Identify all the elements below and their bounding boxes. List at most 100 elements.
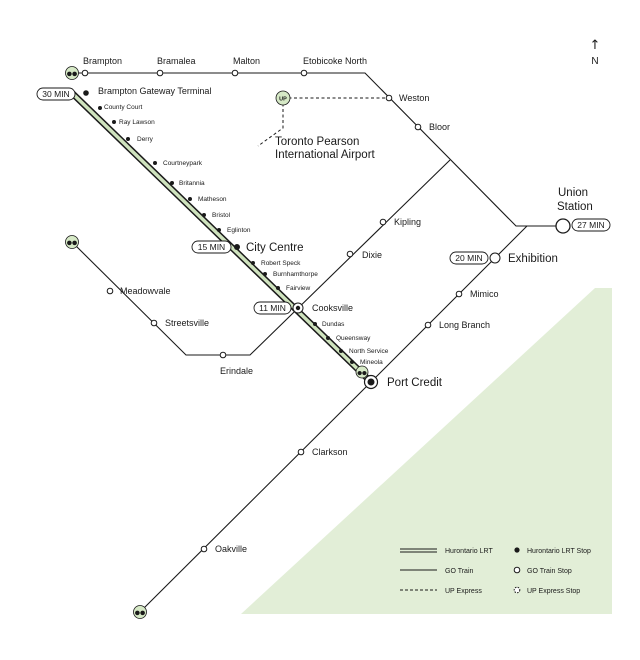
up-express-spur xyxy=(257,98,284,147)
time-pill-city-centre: 15 MIN xyxy=(191,240,232,254)
stop-clarkson xyxy=(297,448,305,456)
stop-streetsville xyxy=(150,319,158,327)
svg-text:●●: ●● xyxy=(135,610,145,617)
train-icon-brampton: ●● xyxy=(65,66,79,80)
stop-weston xyxy=(385,94,393,102)
stop-union xyxy=(555,218,571,234)
svg-text:30 MIN: 30 MIN xyxy=(42,89,69,99)
label-dundas: Dundas xyxy=(322,321,345,328)
stop-exhibition xyxy=(489,252,501,264)
legend-lrt-stop: Hurontario LRT Stop xyxy=(514,547,591,555)
label-clarkson: Clarkson xyxy=(312,447,348,457)
svg-text:Hurontario LRT: Hurontario LRT xyxy=(445,548,493,555)
label-meadowvale: Meadowvale xyxy=(120,286,171,296)
north-arrow-icon: ↑ N xyxy=(590,38,601,67)
lrt-stop-county-court xyxy=(98,106,102,110)
label-bloor: Bloor xyxy=(429,122,450,132)
label-weston: Weston xyxy=(399,93,429,103)
lrt-stop-eglinton xyxy=(217,228,221,232)
label-streetsville: Streetsville xyxy=(165,318,209,328)
lrt-stop-robert-speck xyxy=(251,261,255,265)
label-mimico: Mimico xyxy=(470,289,499,299)
svg-text:11 MIN: 11 MIN xyxy=(259,303,286,313)
lrt-stop-bristol xyxy=(202,213,206,217)
label-airport-line1: Toronto Pearson xyxy=(275,136,359,148)
legend-up-express: UP Express xyxy=(400,588,482,595)
go-lines xyxy=(71,72,563,613)
label-long-branch: Long Branch xyxy=(439,320,490,330)
stop-brampton xyxy=(81,69,89,77)
label-mineola: Mineola xyxy=(360,359,383,366)
legend-lrt-line: Hurontario LRT xyxy=(400,548,493,555)
label-port-credit: Port Credit xyxy=(387,377,443,389)
svg-text:UP Express: UP Express xyxy=(445,588,482,595)
label-dixie: Dixie xyxy=(362,250,382,260)
train-icon-lakeshore: ●● xyxy=(133,605,147,619)
label-bramalea: Bramalea xyxy=(157,56,196,66)
label-etobicoke-north: Etobicoke North xyxy=(303,56,367,66)
go-stops xyxy=(81,69,571,553)
label-fairview: Fairview xyxy=(286,285,311,292)
lrt-stop-matheson xyxy=(188,197,192,201)
svg-text:●●: ●● xyxy=(357,371,367,377)
time-pill-brampton-gateway: 30 MIN xyxy=(36,87,76,101)
up-badge-icon: UP xyxy=(275,90,291,106)
legend-up-stop: UP Express Stop xyxy=(513,586,580,595)
svg-text:UP: UP xyxy=(279,97,287,103)
go-line-lakeshore xyxy=(139,225,528,613)
label-kipling: Kipling xyxy=(394,217,421,227)
label-oakville: Oakville xyxy=(215,544,247,554)
label-eglinton: Eglinton xyxy=(227,227,251,234)
svg-text:↑: ↑ xyxy=(590,38,601,53)
svg-text:UP Express Stop: UP Express Stop xyxy=(527,588,580,595)
label-queensway: Queensway xyxy=(336,335,371,342)
stop-dixie xyxy=(346,250,354,258)
label-malton: Malton xyxy=(233,56,260,66)
legend-go-stop: GO Train Stop xyxy=(513,566,572,575)
svg-text:15 MIN: 15 MIN xyxy=(198,242,225,252)
svg-text:Hurontario LRT Stop: Hurontario LRT Stop xyxy=(527,548,591,555)
label-robert-speck: Robert Speck xyxy=(261,260,301,267)
label-burnhamthorpe: Burnhamthorpe xyxy=(273,271,318,278)
stop-cooksville xyxy=(292,302,304,314)
label-matheson: Matheson xyxy=(198,196,227,203)
time-pill-union: 27 MIN xyxy=(571,218,611,232)
svg-text:20 MIN: 20 MIN xyxy=(455,253,482,263)
label-britannia: Britannia xyxy=(179,180,205,187)
stop-oakville xyxy=(200,545,208,553)
stop-bramalea xyxy=(156,69,164,77)
label-derry: Derry xyxy=(137,136,154,143)
label-exhibition: Exhibition xyxy=(508,253,558,265)
svg-text:GO Train Stop: GO Train Stop xyxy=(527,568,572,575)
label-county-court: County Court xyxy=(104,104,142,111)
lrt-stop-brampton-gateway xyxy=(83,90,89,96)
legend: Hurontario LRT GO Train UP Express Huron… xyxy=(400,547,591,595)
legend-go-train: GO Train xyxy=(400,568,474,575)
label-cooksville: Cooksville xyxy=(312,303,353,313)
lrt-stop-queensway xyxy=(326,336,330,340)
lrt-stop-derry xyxy=(126,137,130,141)
label-brampton: Brampton xyxy=(83,56,122,66)
stop-meadowvale xyxy=(106,287,114,295)
svg-text:●●: ●● xyxy=(67,71,77,78)
label-airport-line2: International Airport xyxy=(275,149,376,161)
up-express xyxy=(257,97,389,147)
label-north-service: North Service xyxy=(349,348,389,355)
stop-long-branch xyxy=(424,321,432,329)
lrt-stop-mineola xyxy=(350,360,354,364)
label-bristol: Bristol xyxy=(212,212,231,219)
go-line-milton xyxy=(71,159,451,356)
stop-etobicoke-north xyxy=(300,69,308,77)
lrt-stop-burnhamthorpe xyxy=(263,272,267,276)
time-pill-cooksville: 11 MIN xyxy=(253,301,292,315)
train-icon-milton: ●● xyxy=(65,235,79,249)
svg-text:●●: ●● xyxy=(67,240,77,247)
lrt-stop-dundas xyxy=(313,322,317,326)
label-ray-lawson: Ray Lawson xyxy=(119,119,155,126)
lrt-stops xyxy=(83,90,354,364)
lrt-stop-ray-lawson xyxy=(112,120,116,124)
label-city-centre: City Centre xyxy=(246,242,304,254)
go-line-kitchener xyxy=(72,72,563,227)
lrt-stop-north-service xyxy=(339,349,343,353)
